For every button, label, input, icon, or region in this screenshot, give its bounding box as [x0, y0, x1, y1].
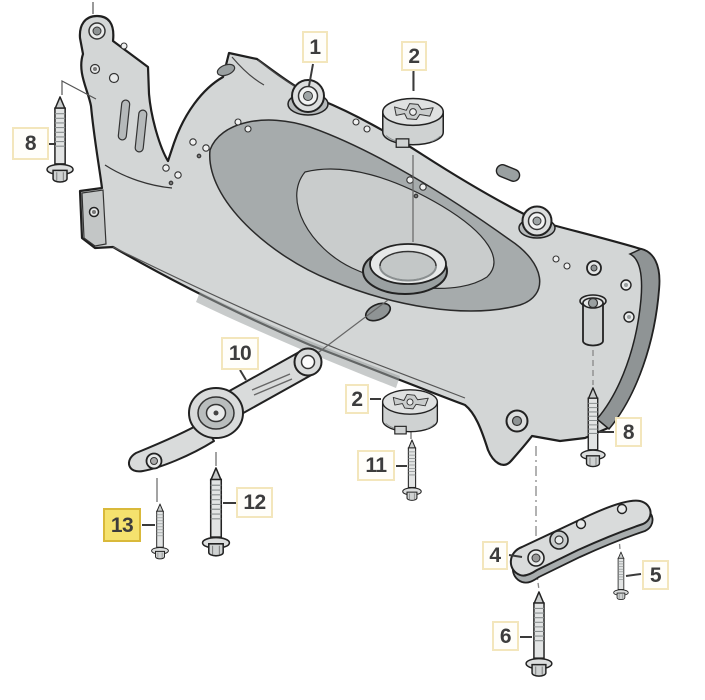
subframe-bushing-front: [287, 79, 329, 116]
front-tower-bracket: [88, 22, 173, 189]
callout-2-lower[interactable]: 2: [345, 384, 369, 414]
callout-8-left[interactable]: 8: [12, 127, 49, 160]
center-bore: [362, 243, 448, 295]
callout-2-top[interactable]: 2: [401, 41, 427, 71]
screw-11-icon: [402, 439, 422, 501]
support-bracket: [509, 499, 654, 584]
screw-12-icon: [201, 467, 231, 557]
callout-4[interactable]: 4: [482, 541, 508, 570]
engine-mount-bushing-lower: [381, 389, 439, 435]
callout-13-highlighted[interactable]: 13: [103, 508, 141, 542]
pendulum-support-arm: [127, 347, 323, 473]
callout-5[interactable]: 5: [642, 560, 669, 590]
corner-mount-eye: [505, 409, 529, 433]
callout-6[interactable]: 6: [492, 621, 519, 651]
rear-bolt-sleeve: [579, 294, 607, 347]
callout-8-right[interactable]: 8: [615, 417, 642, 447]
callout-10[interactable]: 10: [221, 337, 259, 370]
screw-13-icon: [151, 503, 169, 560]
callout-12[interactable]: 12: [236, 487, 273, 518]
screw-8-left-icon: [46, 96, 74, 183]
bolt-holes: [162, 118, 571, 270]
subframe-crossmember-illustration: [78, 14, 661, 466]
engine-mount-bushing-top: [382, 97, 444, 149]
left-mount-plate: [81, 189, 107, 247]
subframe-bushing-rear: [518, 205, 556, 239]
screw-6-icon: [525, 591, 553, 677]
callout-leader-lines: [49, 63, 642, 638]
callout-1[interactable]: 1: [302, 31, 328, 63]
callout-11[interactable]: 11: [357, 450, 395, 481]
